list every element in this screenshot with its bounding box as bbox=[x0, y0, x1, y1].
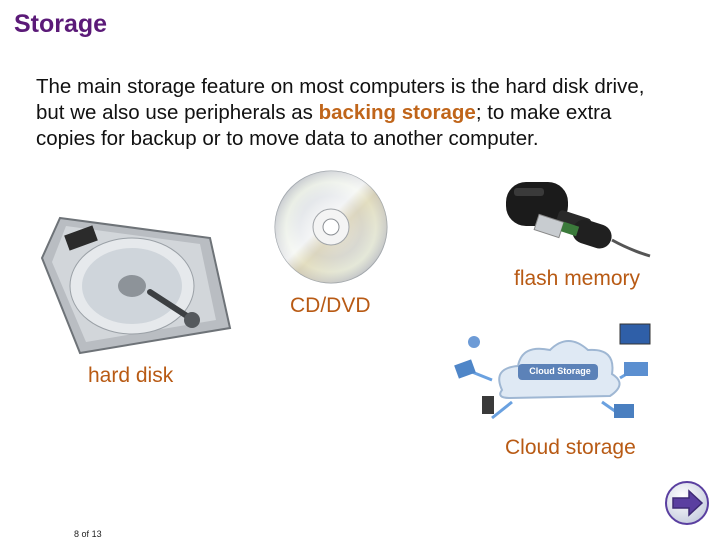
arrow-right-icon bbox=[665, 481, 709, 525]
next-slide-button[interactable] bbox=[664, 480, 710, 526]
page-number: 8 bbox=[74, 529, 80, 539]
page-total: 13 bbox=[91, 529, 102, 539]
cd-image bbox=[272, 168, 390, 286]
flash-memory-label: flash memory bbox=[514, 267, 641, 290]
slide-title: Storage bbox=[14, 10, 108, 38]
paragraph-text-before: The main storage feature on most compute… bbox=[36, 75, 645, 124]
cloud-storage-badge: Cloud Storage bbox=[529, 366, 591, 376]
cloud-storage-label: Cloud storage bbox=[505, 436, 636, 459]
hard-disk-image bbox=[40, 208, 240, 358]
highlight-backing-storage: backing storage bbox=[318, 101, 476, 124]
page-indicator: 8 of 13 bbox=[74, 529, 102, 539]
hard-disk-label: hard disk bbox=[88, 364, 174, 387]
paragraph-text-after: ; to make extra copies for backup or to … bbox=[36, 101, 612, 150]
body-paragraph: The main storage feature on most compute… bbox=[36, 74, 676, 152]
cloud-storage-image: Cloud Storage bbox=[452, 318, 662, 428]
page-of: of bbox=[81, 529, 90, 539]
flash-memory-image bbox=[500, 170, 660, 262]
cd-dvd-label: CD/DVD bbox=[290, 294, 371, 317]
